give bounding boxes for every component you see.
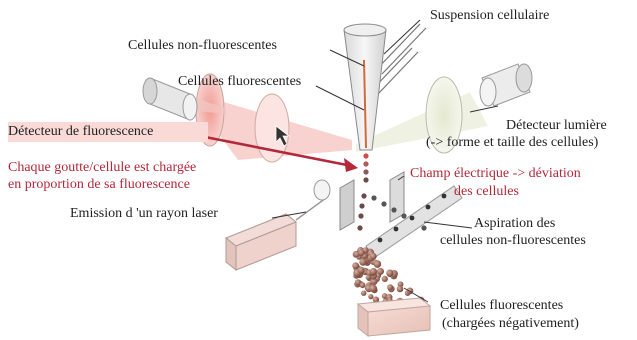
label-electric-field-line1: Champ électrique -> déviation xyxy=(410,166,581,182)
label-fluorescent-top: Cellules fluorescentes xyxy=(178,74,301,90)
fluorescent-cell xyxy=(352,262,359,269)
collection-box xyxy=(358,298,430,336)
fluorescent-cell xyxy=(370,253,377,260)
deflection-plates xyxy=(340,172,404,230)
droplet-stream xyxy=(363,153,368,182)
label-charge-line2: en proportion de sa fluorescence xyxy=(8,177,190,193)
fluorescent-cell xyxy=(358,249,365,256)
light-detector xyxy=(480,64,532,106)
fluorescent-cells-pile xyxy=(352,247,424,305)
fluorescent-cell xyxy=(386,270,393,277)
fluorescent-cell xyxy=(374,260,382,268)
fluorescent-cell xyxy=(387,284,393,290)
fluorescent-cell xyxy=(369,285,377,293)
label-light-detector-line2: (-> forme et taille des cellules) xyxy=(426,135,598,151)
fluorescent-cell xyxy=(382,276,388,282)
fluorescent-cell xyxy=(370,268,377,275)
label-electric-field-line2: des cellules xyxy=(454,184,519,200)
label-suspension: Suspension cellulaire xyxy=(430,8,549,24)
label-fluorescent-bottom-line1: Cellules fluorescentes xyxy=(440,298,563,314)
label-aspiration-line1: Aspiration des xyxy=(474,216,555,232)
label-laser: Emission d 'un rayon laser xyxy=(70,206,218,222)
fluorescent-cell xyxy=(377,268,384,275)
label-aspiration-line2: cellules non-fluorescentes xyxy=(440,233,586,249)
fluorescent-cell xyxy=(397,286,404,293)
label-charge-line1: Chaque goutte/cellule est chargée xyxy=(8,160,196,176)
label-fluorescent-bottom-line2: (chargées négativement) xyxy=(442,316,579,332)
fluorescent-cell xyxy=(359,258,366,265)
label-fluorescence-detector: Détecteur de fluorescence xyxy=(8,122,208,142)
fluorescent-cell xyxy=(360,282,366,288)
fluorescent-cell xyxy=(368,294,373,299)
label-light-detector-line1: Détecteur lumière xyxy=(506,118,607,134)
leader-lines xyxy=(272,20,498,302)
laser-source xyxy=(226,180,330,270)
label-non-fluorescent-top: Cellules non-fluorescentes xyxy=(128,38,277,54)
flow-nozzle xyxy=(344,24,386,150)
fluorescent-cell xyxy=(358,267,365,274)
fluorescent-cell xyxy=(366,275,371,280)
fluorescent-cell xyxy=(361,291,366,296)
